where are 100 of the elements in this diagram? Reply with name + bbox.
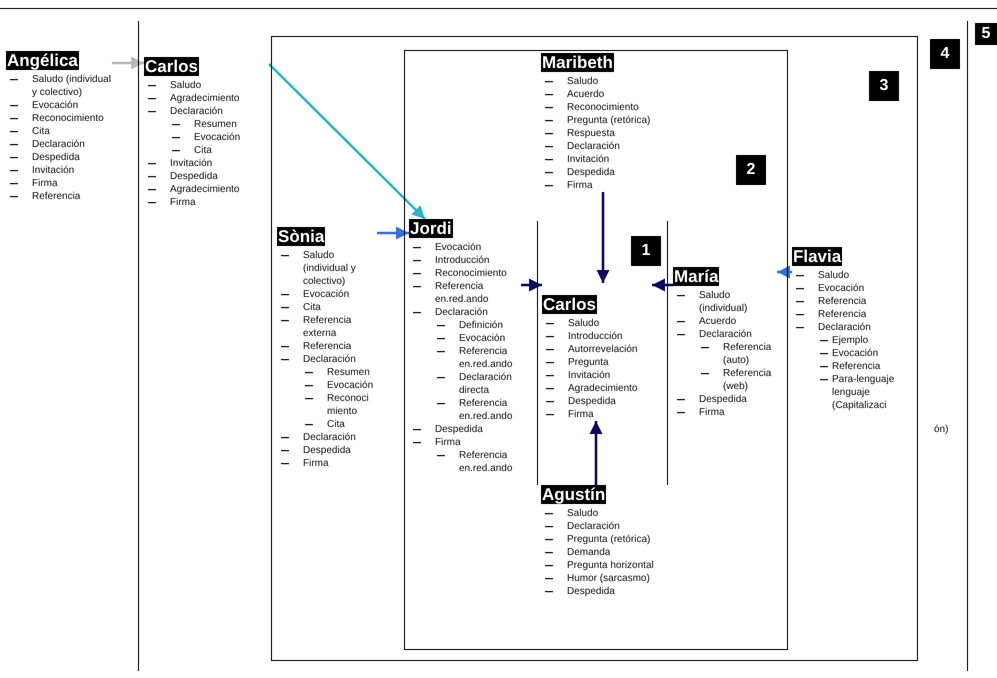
list-item: Saludo (individual y colectivo) <box>303 249 357 288</box>
list-item: Invitación <box>567 153 610 166</box>
arrow <box>112 56 144 70</box>
zone-frame <box>537 221 668 485</box>
list-item: Definición <box>459 319 503 332</box>
list-item: Evocación <box>818 282 864 295</box>
list-item: Referencia <box>832 360 880 373</box>
arrow <box>652 278 673 292</box>
list-item: Agradecimiento <box>170 183 240 196</box>
text-fragment: ón) <box>934 423 948 436</box>
list-item: Introducción <box>568 330 622 343</box>
arrow <box>377 226 409 240</box>
list-item: Referencia <box>818 295 866 308</box>
list-item: Firma <box>567 179 593 192</box>
list-item: Referencia <box>32 190 80 203</box>
list-item: Introducción <box>435 254 490 267</box>
list-item: Declaración <box>170 105 223 118</box>
zone-frame <box>404 50 788 650</box>
list-item: Cita <box>303 301 321 314</box>
list-item: Reconocimiento <box>435 267 507 280</box>
list-item: Despedida <box>32 151 80 164</box>
list-item: Referencia en.red.ando <box>459 397 514 423</box>
list-item: Referencia (web) <box>723 367 772 393</box>
list-item: Referencia en.red.ando <box>435 280 490 306</box>
list-item: Humor (sarcasmo) <box>567 572 650 585</box>
zone-frame <box>271 36 918 661</box>
list-item: Evocación <box>435 241 482 254</box>
list-item: Firma <box>568 408 594 421</box>
list-item: Invitación <box>170 157 212 170</box>
list-item: Resumen <box>327 366 370 379</box>
arrow <box>590 421 602 485</box>
list-item: Pregunta horizontal <box>567 559 654 572</box>
list-item: Saludo <box>568 317 600 330</box>
list-item: Cita <box>327 418 345 431</box>
list-item: Acuerdo <box>699 315 736 328</box>
list-item: Declaración <box>567 140 620 153</box>
list-item: Declaración <box>818 321 871 334</box>
zone-number: 3 <box>869 71 899 101</box>
arrow <box>777 266 792 278</box>
list-item: Despedida <box>568 395 616 408</box>
arrow <box>521 278 542 292</box>
list-item: Declaración <box>435 306 488 319</box>
list-item: Despedida <box>303 444 351 457</box>
name-label: Sònia <box>277 227 326 246</box>
list-item: Invitación <box>32 164 74 177</box>
list-item: Saludo (individual y colectivo) <box>32 73 112 99</box>
list-item: Reconocimiento <box>327 392 370 418</box>
list-item: Despedida <box>170 170 218 183</box>
list-item: Referencia en.red.ando <box>459 345 514 371</box>
arrow <box>268 63 426 220</box>
name-label: Carlos <box>144 57 199 76</box>
list-item: Despedida <box>567 585 615 598</box>
list-item: Demanda <box>567 546 610 559</box>
list-item: Saludo (individual) <box>699 289 748 315</box>
list-item: Resumen <box>194 118 237 131</box>
zone-frame <box>0 8 997 670</box>
list-item: Evocación <box>832 347 878 360</box>
list-item: Agradecimiento <box>568 382 638 395</box>
list-item: Despedida <box>567 166 615 179</box>
list-item: Declaración <box>303 353 356 366</box>
name-label: Carlos <box>542 295 597 314</box>
name-label: Flavia <box>792 247 842 266</box>
list-item: Respuesta <box>567 127 615 140</box>
list-item: Agradecimiento <box>170 92 240 105</box>
list-item: Referencia <box>303 340 352 353</box>
list-item: Firma <box>699 406 725 419</box>
list-item: Declaración directa <box>459 371 513 397</box>
zone-number: 2 <box>736 155 766 185</box>
zone-number: 5 <box>975 23 997 45</box>
zone-number: 4 <box>930 39 960 69</box>
list-item: Saludo <box>567 507 598 520</box>
list-item: Referencia externa <box>303 314 352 340</box>
list-item: Cita <box>32 125 50 138</box>
name-label: Jordi <box>409 219 453 238</box>
name-label: Agustín <box>541 485 606 504</box>
list-item: Evocación <box>303 288 350 301</box>
list-item: Referencia (auto) <box>723 341 772 367</box>
list-item: Despedida <box>435 423 483 436</box>
zone-frame <box>138 21 968 671</box>
name-label: Maribeth <box>541 53 614 72</box>
list-item: Referencia en.red.ando <box>459 449 514 475</box>
list-item: Firma <box>170 196 196 209</box>
list-item: Para-lenguaje lenguaje (Capitalizaci <box>832 373 896 412</box>
list-item: Saludo <box>567 75 598 88</box>
list-item: Ejemplo <box>832 334 868 347</box>
list-item: Referencia <box>818 308 866 321</box>
name-label: María <box>673 267 720 286</box>
zone-number: 1 <box>631 236 661 266</box>
list-item: Saludo <box>170 79 202 92</box>
list-item: Pregunta (retórica) <box>567 533 650 546</box>
list-item: Reconocimiento <box>32 112 104 125</box>
list-item: Cita <box>194 144 212 157</box>
list-item: Invitación <box>568 369 610 382</box>
list-item: Evocación <box>32 99 78 112</box>
list-item: Despedida <box>699 393 747 406</box>
list-item: Reconocimiento <box>567 101 639 114</box>
list-item: Firma <box>435 436 461 449</box>
list-item: Firma <box>303 457 329 470</box>
list-item: Declaración <box>699 328 752 341</box>
list-item: Evocación <box>459 332 506 345</box>
